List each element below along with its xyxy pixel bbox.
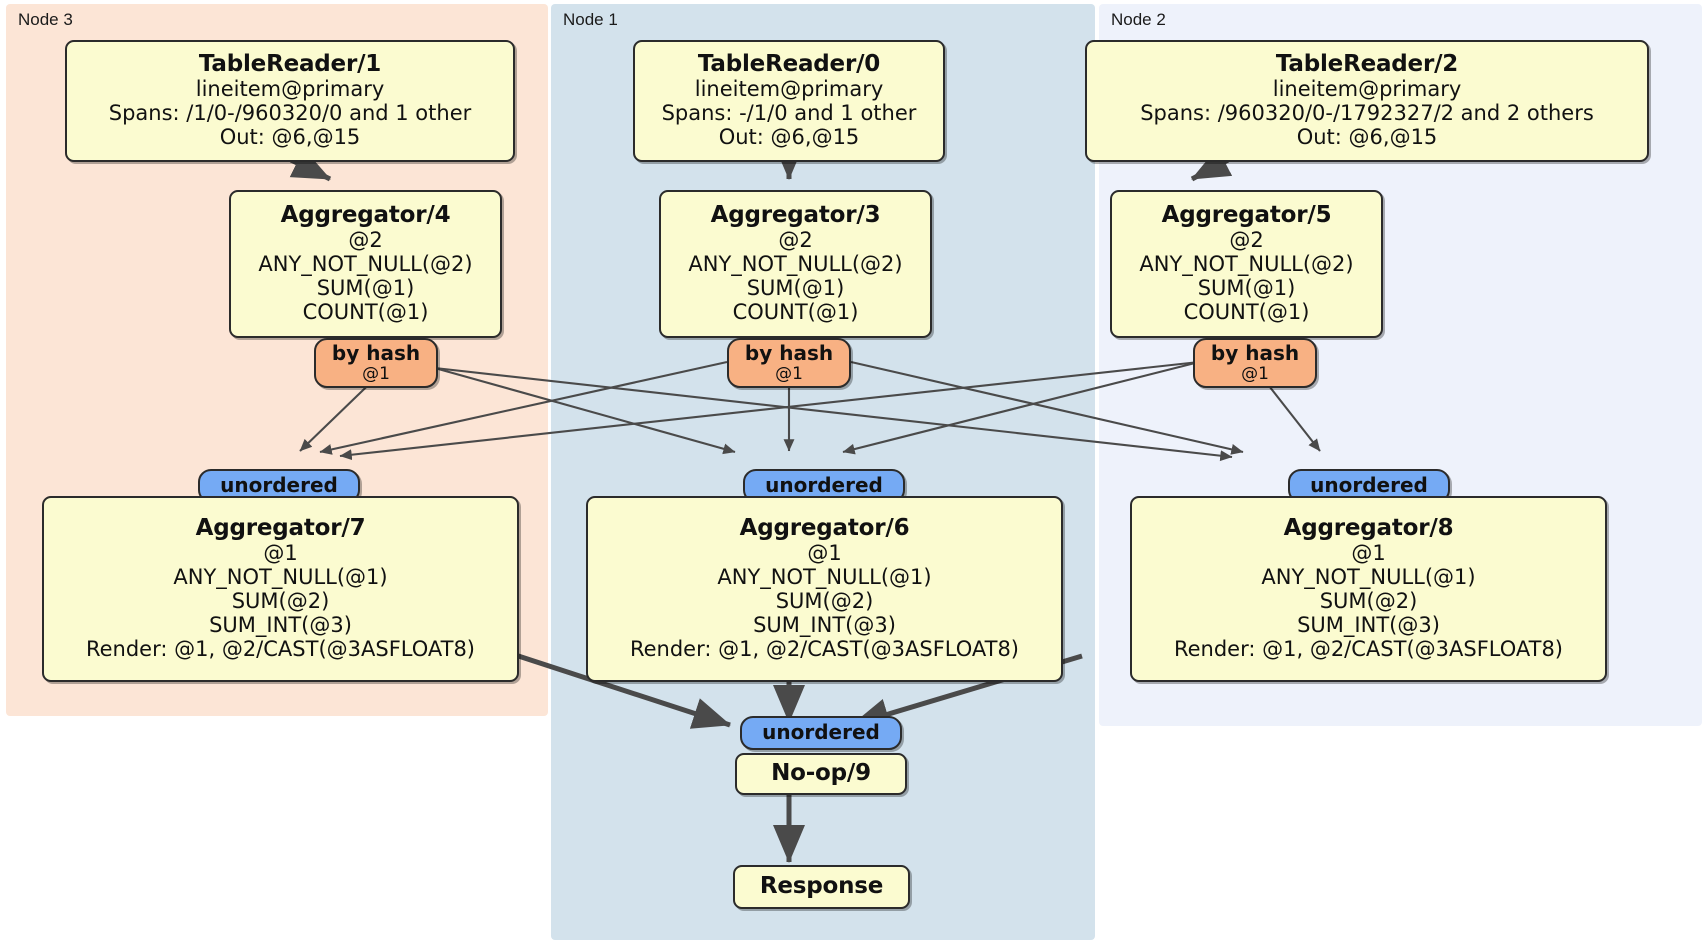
- edge-agg7-unordFinal: [499, 647, 731, 729]
- processor-title: Aggregator/7: [195, 515, 366, 542]
- synchronizer-label: unordered: [762, 720, 880, 745]
- router-column: @1: [362, 363, 390, 384]
- processor-detail-line: SUM(@2): [231, 588, 330, 613]
- hash-router-center[interactable]: by hash @1: [727, 338, 851, 388]
- edge-hashL-unordC: [398, 356, 736, 455]
- edge-hashR-unordL: [339, 360, 1200, 461]
- processor-title: Aggregator/4: [280, 202, 451, 229]
- processor-detail-line: ANY_NOT_NULL(@2): [688, 251, 903, 276]
- processor-response[interactable]: Response: [733, 865, 910, 909]
- hash-router-right[interactable]: by hash @1: [1193, 338, 1317, 388]
- router-label: by hash: [331, 341, 421, 366]
- processor-detail-line: Spans: -/1/0 and 1 other: [661, 100, 917, 125]
- processor-detail-line: SUM_INT(@3): [1297, 612, 1440, 637]
- processor-table-reader-2[interactable]: TableReader/2 lineitem@primary Spans: /9…: [1085, 40, 1649, 162]
- edge-hashC-unordR: [850, 360, 1244, 455]
- processor-detail-line: lineitem@primary: [1272, 76, 1462, 101]
- processor-title: Aggregator/8: [1283, 515, 1454, 542]
- processor-title: TableReader/1: [198, 51, 382, 78]
- processor-detail-line: SUM(@1): [1197, 275, 1296, 300]
- processor-detail-line: COUNT(@1): [732, 299, 859, 324]
- processor-detail-line: @1: [263, 541, 298, 566]
- processor-aggregator-6[interactable]: Aggregator/6 @1 ANY_NOT_NULL(@1) SUM(@2)…: [586, 496, 1063, 682]
- processor-aggregator-3[interactable]: Aggregator/3 @2 ANY_NOT_NULL(@2) SUM(@1)…: [659, 190, 932, 338]
- router-column: @1: [775, 363, 803, 384]
- processor-detail-line: SUM_INT(@3): [209, 612, 352, 637]
- processor-aggregator-5[interactable]: Aggregator/5 @2 ANY_NOT_NULL(@2) SUM(@1)…: [1110, 190, 1383, 338]
- processor-aggregator-4[interactable]: Aggregator/4 @2 ANY_NOT_NULL(@2) SUM(@1)…: [229, 190, 502, 338]
- processor-title: TableReader/2: [1275, 51, 1459, 78]
- processor-title: Response: [759, 873, 884, 900]
- processor-title: TableReader/0: [697, 51, 881, 78]
- processor-table-reader-0[interactable]: TableReader/0 lineitem@primary Spans: -/…: [633, 40, 945, 162]
- processor-detail-line: @2: [348, 228, 383, 252]
- processor-detail-line: SUM(@1): [746, 275, 845, 300]
- processor-detail-line: Spans: /1/0-/960320/0 and 1 other: [108, 100, 472, 125]
- processor-detail-line: SUM(@2): [1319, 588, 1418, 613]
- processor-aggregator-7[interactable]: Aggregator/7 @1 ANY_NOT_NULL(@1) SUM(@2)…: [42, 496, 519, 682]
- processor-title: Aggregator/5: [1161, 202, 1332, 229]
- processor-detail-line: Out: @6,@15: [1296, 124, 1438, 149]
- router-label: by hash: [744, 341, 834, 366]
- processor-detail-line: @2: [778, 228, 813, 252]
- processor-detail-line: ANY_NOT_NULL(@2): [1139, 251, 1354, 276]
- processor-detail-line: @2: [1229, 228, 1264, 252]
- processor-title: No-op/9: [771, 760, 871, 787]
- edge-tr2-agg5: [1190, 147, 1233, 182]
- processor-detail-line: Spans: /960320/0-/1792327/2 and 2 others: [1140, 100, 1594, 125]
- synchronizer-label: unordered: [220, 473, 338, 498]
- processor-detail-line: SUM(@1): [316, 275, 415, 300]
- processor-detail-line: Out: @6,@15: [718, 124, 860, 149]
- processor-no-op-9[interactable]: No-op/9: [735, 753, 907, 795]
- processor-detail-line: ANY_NOT_NULL(@2): [258, 251, 473, 276]
- processor-title: Aggregator/6: [739, 515, 910, 542]
- hash-router-left[interactable]: by hash @1: [314, 338, 438, 388]
- router-label: by hash: [1210, 341, 1300, 366]
- node-panel-label: Node 2: [1111, 10, 1166, 29]
- processor-detail-line: lineitem@primary: [694, 76, 884, 101]
- edge-hashR-unordC: [842, 360, 1200, 455]
- processor-detail-line: COUNT(@1): [1183, 299, 1310, 324]
- synchronizer-label: unordered: [1310, 473, 1428, 498]
- processor-detail-line: SUM(@2): [775, 588, 874, 613]
- processor-detail-line: ANY_NOT_NULL(@1): [717, 564, 932, 589]
- processor-detail-line: @1: [807, 541, 842, 566]
- processor-detail-line: SUM_INT(@3): [753, 612, 896, 637]
- edge-hashL-unordR: [398, 362, 1233, 462]
- processor-detail-line: Render: @1, @2/CAST(@3ASFLOAT8): [629, 636, 1020, 661]
- processor-detail-line: Out: @6,@15: [219, 124, 361, 149]
- synchronizer-label: unordered: [765, 473, 883, 498]
- processor-table-reader-1[interactable]: TableReader/1 lineitem@primary Spans: /1…: [65, 40, 515, 162]
- processor-detail-line: @1: [1351, 541, 1386, 566]
- processor-aggregator-8[interactable]: Aggregator/8 @1 ANY_NOT_NULL(@1) SUM(@2)…: [1130, 496, 1607, 682]
- router-column: @1: [1241, 363, 1269, 384]
- processor-title: Aggregator/3: [710, 202, 881, 229]
- processor-detail-line: lineitem@primary: [195, 76, 385, 101]
- processor-detail-line: Render: @1, @2/CAST(@3ASFLOAT8): [1173, 636, 1564, 661]
- node-panel-label: Node 1: [563, 10, 618, 29]
- processor-detail-line: ANY_NOT_NULL(@1): [1261, 564, 1476, 589]
- processor-detail-line: COUNT(@1): [302, 299, 429, 324]
- edge-hashC-unordL: [319, 360, 728, 455]
- processor-detail-line: ANY_NOT_NULL(@1): [173, 564, 388, 589]
- processor-detail-line: Render: @1, @2/CAST(@3ASFLOAT8): [85, 636, 476, 661]
- synchronizer-unordered-final[interactable]: unordered: [740, 716, 902, 750]
- edge-tr1-agg4: [289, 148, 332, 182]
- node-panel-label: Node 3: [18, 10, 73, 29]
